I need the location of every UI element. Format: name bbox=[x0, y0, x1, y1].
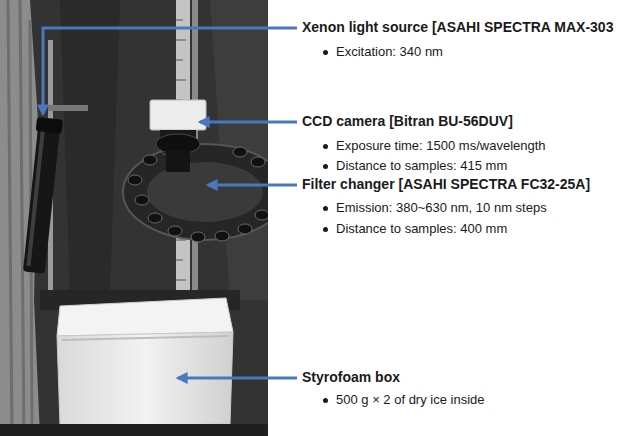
part-name: Filter changer [ASAHI SPECTRA FC32-25A] bbox=[302, 176, 590, 193]
spec-note: 500 g × 2 of dry ice inside bbox=[336, 392, 485, 408]
part-name: Xenon light source [ASAHI SPECTRA MAX-30… bbox=[302, 19, 613, 36]
bullet-dot bbox=[323, 398, 328, 403]
bullet-dot bbox=[323, 206, 328, 211]
photo bbox=[0, 0, 268, 436]
bullet-dot bbox=[323, 144, 328, 149]
leader-arrow bbox=[200, 121, 297, 124]
bullet-dot bbox=[323, 50, 328, 55]
bullet-dot bbox=[323, 227, 328, 232]
spec-note: Distance to samples: 415 mm bbox=[336, 158, 507, 174]
spec-note: Exposure time: 1500 ms/wavelength bbox=[336, 138, 546, 154]
leader-arrow bbox=[208, 184, 297, 187]
spec-note: Distance to samples: 400 mm bbox=[336, 221, 507, 237]
leader-arrow bbox=[43, 28, 297, 114]
part-name: CCD camera [Bitran BU-56DUV] bbox=[302, 113, 513, 130]
spec-note: Excitation: 340 nm bbox=[336, 44, 443, 60]
spec-note: Emission: 380~630 nm, 10 nm steps bbox=[336, 200, 547, 216]
bullet-dot bbox=[323, 164, 328, 169]
part-name: Styrofoam box bbox=[302, 369, 400, 386]
leader-arrow bbox=[178, 377, 297, 380]
